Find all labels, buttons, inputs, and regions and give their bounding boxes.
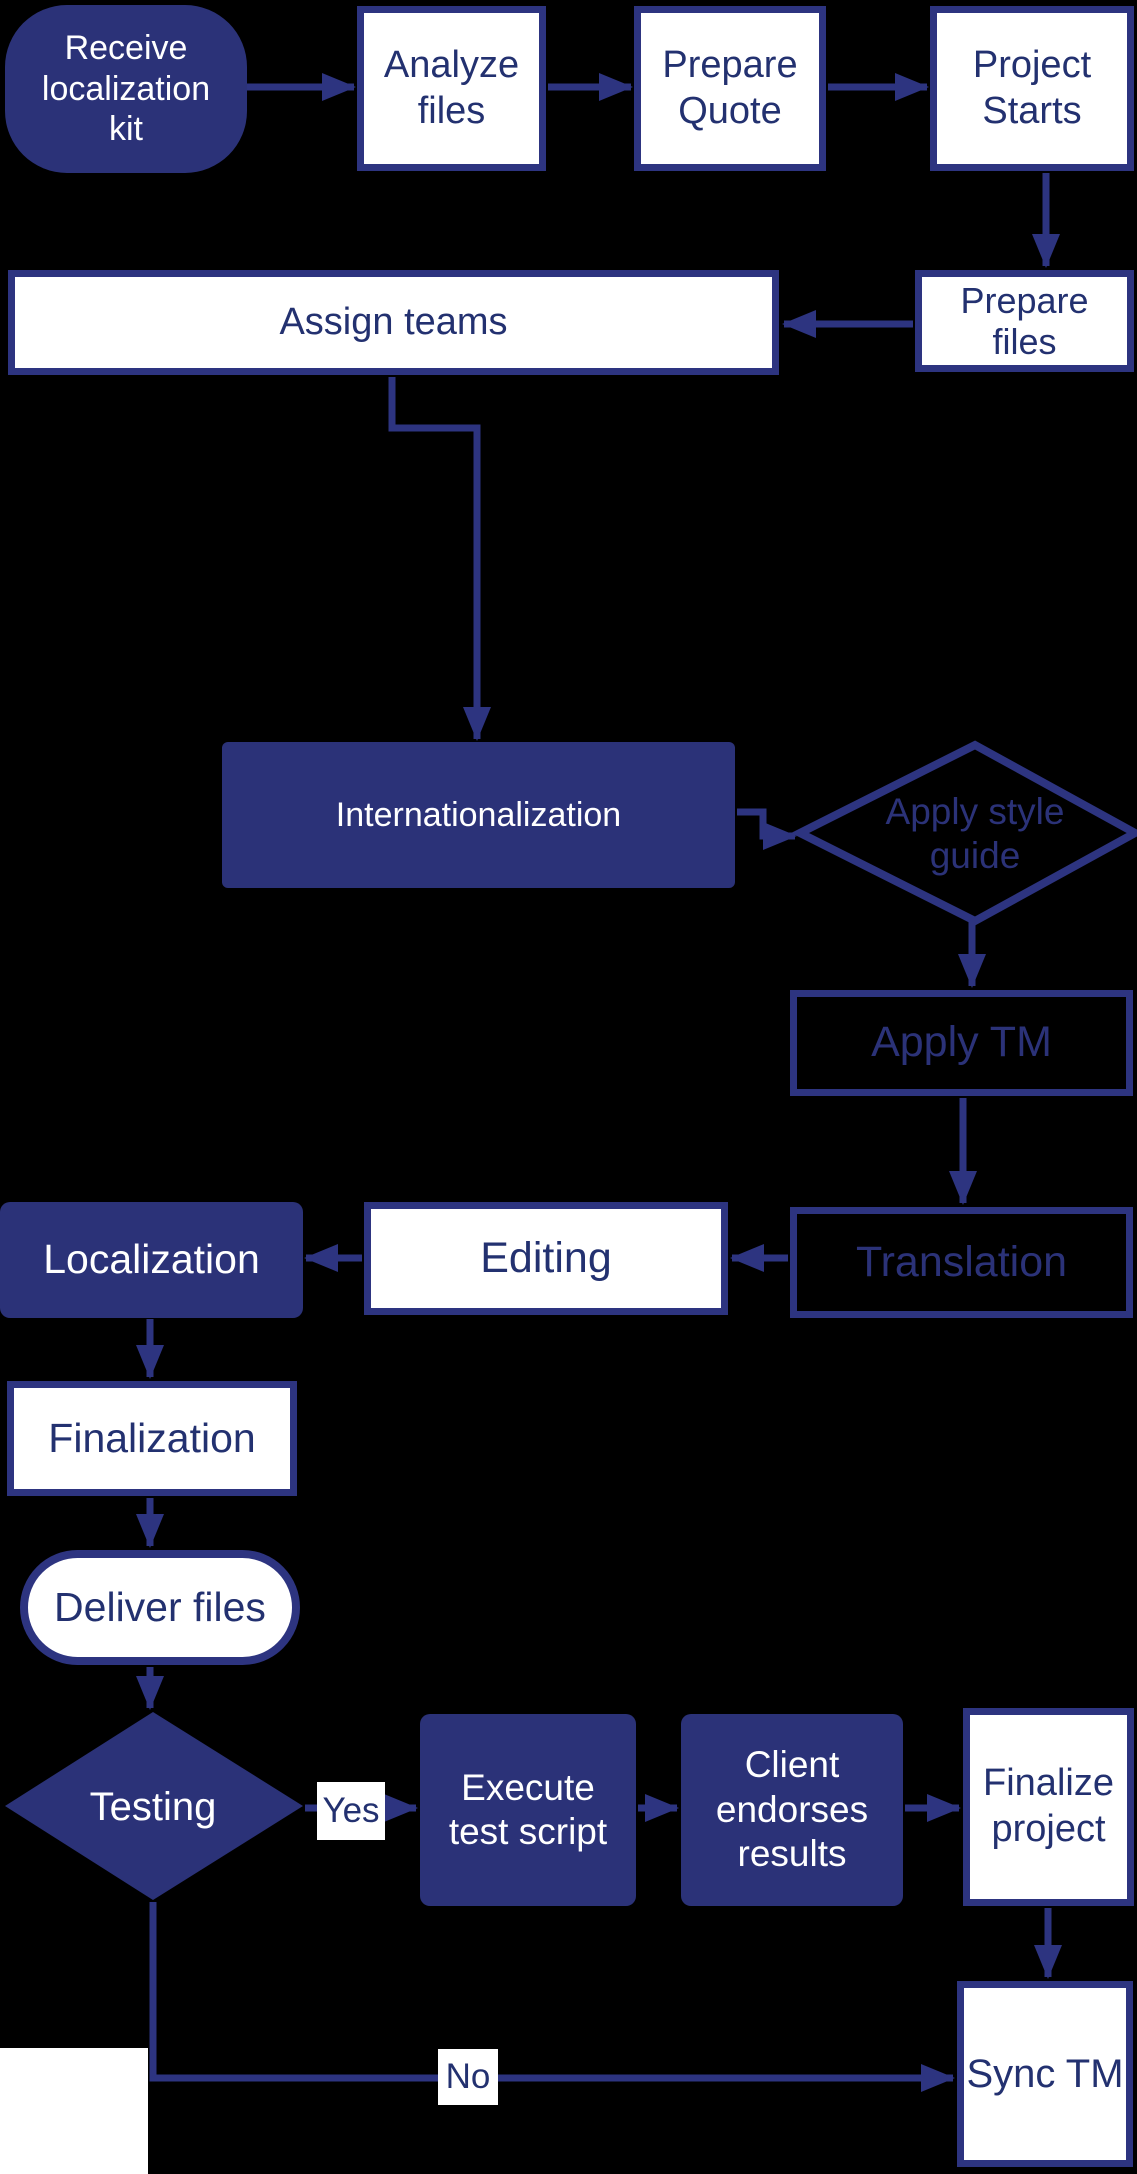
node-editing: Editing (364, 1202, 728, 1315)
arrow-testing-no-to-sync-tm (149, 1902, 955, 2092)
node-line: Client (744, 1744, 840, 1786)
node-line: Apply style (885, 790, 1065, 832)
node-line: Localization (43, 1236, 260, 1283)
node-line: Finalize (983, 1762, 1114, 1805)
arrow-assign-teams-to-internationalization (388, 377, 491, 741)
node-line: project (991, 1808, 1106, 1850)
node-translation: Translation (790, 1207, 1133, 1318)
node-deliver-files: Deliver files (20, 1550, 300, 1665)
node-finalization: Finalization (7, 1381, 297, 1496)
node-sync-tm: Sync TM (957, 1981, 1133, 2167)
node-line: Editing (480, 1233, 612, 1282)
node-line: guide (929, 835, 1021, 876)
arrow-internationalization-to-apply-style-guide (737, 808, 797, 850)
node-line: Receive (64, 28, 188, 67)
node-line: test script (448, 1811, 608, 1852)
node-line: Project (972, 43, 1092, 86)
node-assign-teams: Assign teams (8, 270, 779, 375)
node-line: Internationalization (335, 795, 622, 834)
node-line: Execute (461, 1766, 595, 1808)
node-line: localization (41, 69, 211, 108)
node-line: Prepare (662, 43, 798, 86)
branch-label-yes: Yes (317, 1782, 385, 1840)
testing-diamond-shape (5, 1712, 303, 1900)
node-apply-tm: Apply TM (790, 990, 1133, 1096)
node-line: Assign teams (279, 300, 508, 343)
node-internationalization: Internationalization (222, 742, 735, 888)
branch-label-no: No (438, 2049, 498, 2105)
node-line: kit (109, 110, 143, 149)
background-white-block (0, 2048, 148, 2174)
node-prepare-files: Prepare files (915, 270, 1134, 372)
node-line: Deliver files (54, 1583, 266, 1630)
node-localization: Localization (0, 1202, 303, 1318)
node-analyze-files: Analyze files (357, 6, 546, 171)
node-line: results (737, 1833, 847, 1875)
node-line: Finalization (48, 1414, 256, 1461)
node-receive-localization-kit: Receive localization kit (5, 5, 247, 173)
node-client-endorses-results: Client endorses results (681, 1714, 903, 1906)
node-line: Quote (678, 89, 782, 132)
node-line: Testing (89, 1785, 217, 1829)
node-line: files (992, 321, 1057, 362)
node-line: endorses (715, 1788, 869, 1830)
node-line: Prepare (960, 279, 1089, 321)
node-execute-test-script: Execute test script (420, 1714, 636, 1906)
node-apply-style-guide: Apply style guide (845, 778, 1105, 890)
node-line: Apply TM (871, 1018, 1052, 1067)
node-line: files (417, 89, 486, 132)
node-prepare-quote: Prepare Quote (634, 6, 826, 171)
node-line: Translation (855, 1237, 1068, 1286)
apply-style-guide-diamond-shape (791, 740, 1137, 926)
node-line: Analyze (383, 43, 520, 86)
node-testing: Testing (43, 1779, 263, 1835)
node-project-starts: Project Starts (930, 6, 1134, 171)
node-finalize-project: Finalize project (963, 1708, 1134, 1906)
node-line: Sync TM (966, 2052, 1124, 2096)
node-line: Starts (982, 89, 1082, 132)
